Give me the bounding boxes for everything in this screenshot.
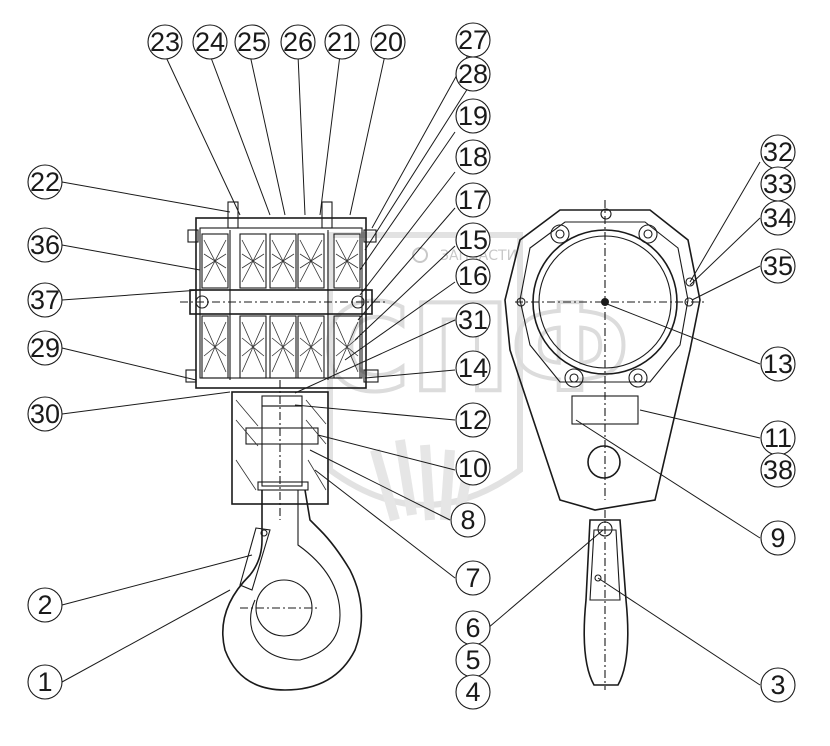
callout-31: 31: [455, 302, 491, 338]
sheave-block-front-view: [180, 201, 385, 691]
svg-text:3: 3: [770, 670, 785, 700]
callout-2: 2: [27, 587, 63, 623]
svg-text:2: 2: [37, 590, 52, 620]
svg-text:24: 24: [195, 27, 225, 57]
svg-text:36: 36: [30, 230, 60, 260]
callout-17: 17: [455, 182, 491, 218]
callout-19: 19: [455, 98, 491, 134]
svg-text:33: 33: [763, 169, 793, 199]
sheaves: [201, 233, 361, 379]
callout-13: 13: [760, 346, 796, 382]
hook-block-side-view: [504, 200, 705, 690]
callout-27: 27: [455, 22, 491, 58]
svg-text:23: 23: [150, 27, 180, 57]
callout-9: 9: [760, 520, 796, 556]
callout-35: 35: [760, 248, 796, 284]
svg-text:35: 35: [763, 251, 793, 281]
callout-5: 5: [455, 642, 491, 678]
svg-text:34: 34: [763, 203, 793, 233]
callout-30: 30: [27, 396, 63, 432]
svg-text:26: 26: [283, 27, 313, 57]
callout-25: 25: [234, 24, 270, 60]
svg-text:17: 17: [458, 185, 488, 215]
svg-text:10: 10: [458, 453, 488, 483]
svg-text:14: 14: [458, 353, 488, 383]
svg-text:29: 29: [30, 333, 60, 363]
callout-26: 26: [280, 24, 316, 60]
callout-36: 36: [27, 227, 63, 263]
callout-16: 16: [455, 258, 491, 294]
svg-text:9: 9: [770, 523, 785, 553]
callout-29: 29: [27, 330, 63, 366]
watermark-logo-text: СПФ: [322, 280, 630, 419]
svg-text:25: 25: [237, 27, 267, 57]
callout-7: 7: [455, 560, 491, 596]
svg-text:32: 32: [763, 137, 793, 167]
callout-6: 6: [455, 610, 491, 646]
callout-11: 11: [760, 420, 796, 456]
svg-text:27: 27: [458, 25, 488, 55]
callout-38: 38: [760, 452, 796, 488]
svg-text:13: 13: [763, 349, 793, 379]
callout-4: 4: [455, 674, 491, 710]
callout-1: 1: [27, 664, 63, 700]
svg-text:11: 11: [764, 423, 792, 453]
svg-text:5: 5: [465, 645, 480, 675]
hook: [222, 489, 363, 691]
svg-text:31: 31: [458, 305, 488, 335]
callout-37: 37: [27, 282, 63, 318]
callout-15: 15: [455, 222, 491, 258]
leader-lines: [61, 54, 761, 686]
svg-text:7: 7: [465, 563, 480, 593]
callout-21: 21: [324, 24, 360, 60]
svg-text:21: 21: [327, 27, 357, 57]
callout-23: 23: [147, 24, 183, 60]
svg-text:12: 12: [458, 405, 488, 435]
svg-text:30: 30: [30, 399, 60, 429]
callout-24: 24: [192, 24, 228, 60]
callout-8: 8: [450, 502, 486, 538]
callout-14: 14: [455, 350, 491, 386]
callout-32: 32: [760, 134, 796, 170]
callout-18: 18: [455, 139, 491, 175]
svg-text:18: 18: [458, 142, 488, 172]
callout-33: 33: [760, 166, 796, 202]
svg-text:8: 8: [460, 505, 475, 535]
svg-text:15: 15: [458, 225, 488, 255]
svg-text:20: 20: [373, 27, 403, 57]
callout-3: 3: [760, 667, 796, 703]
svg-text:19: 19: [458, 101, 488, 131]
svg-text:16: 16: [458, 261, 488, 291]
callout-12: 12: [455, 402, 491, 438]
callout-28: 28: [455, 56, 491, 92]
svg-text:28: 28: [458, 59, 488, 89]
svg-text:4: 4: [465, 677, 480, 707]
callout-20: 20: [370, 24, 406, 60]
svg-text:6: 6: [465, 613, 480, 643]
svg-text:22: 22: [30, 167, 60, 197]
callout-22: 22: [27, 164, 63, 200]
callout-10: 10: [455, 450, 491, 486]
callout-34: 34: [760, 200, 796, 236]
svg-text:38: 38: [763, 455, 793, 485]
svg-text:1: 1: [37, 667, 52, 697]
svg-text:37: 37: [30, 285, 60, 315]
